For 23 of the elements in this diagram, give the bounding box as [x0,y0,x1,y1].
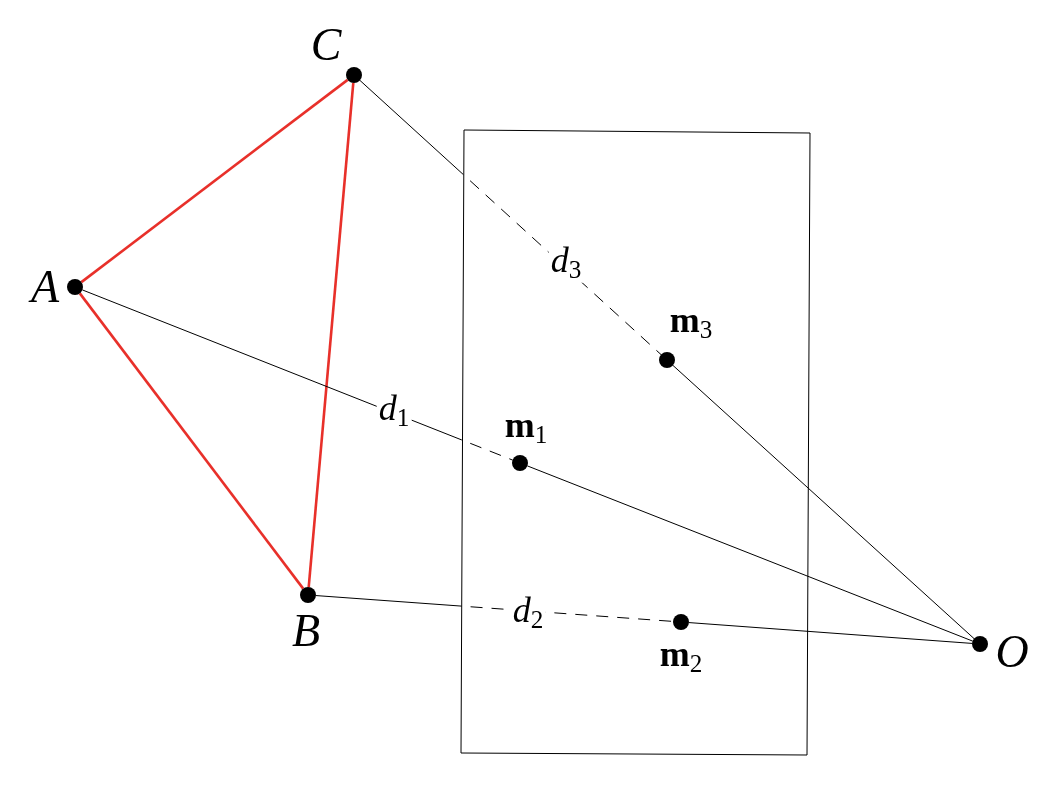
point-label: m$_{3}$ [669,301,713,343]
triangle-side [78,292,305,590]
point-label: O [995,629,1029,675]
point-dot [659,352,675,368]
point-label: m$_{1}$ [504,406,548,448]
point-dot [300,587,316,603]
projection-line [526,465,974,642]
projection-line [688,622,973,644]
point-dot [346,67,362,83]
point-dot [512,455,528,471]
projection-line [359,79,662,356]
triangle-side [80,78,349,284]
point-label: C [310,22,342,68]
point-label: A [30,264,60,310]
triangle-side [307,82,355,588]
point-dot [67,279,83,295]
point-label: B [291,608,321,654]
projection-line [315,595,674,622]
point-label: m$_{2}$ [659,635,703,677]
projection-line [81,289,514,461]
point-dot [673,614,689,630]
point-dot [972,636,988,652]
projection-line [672,364,975,640]
